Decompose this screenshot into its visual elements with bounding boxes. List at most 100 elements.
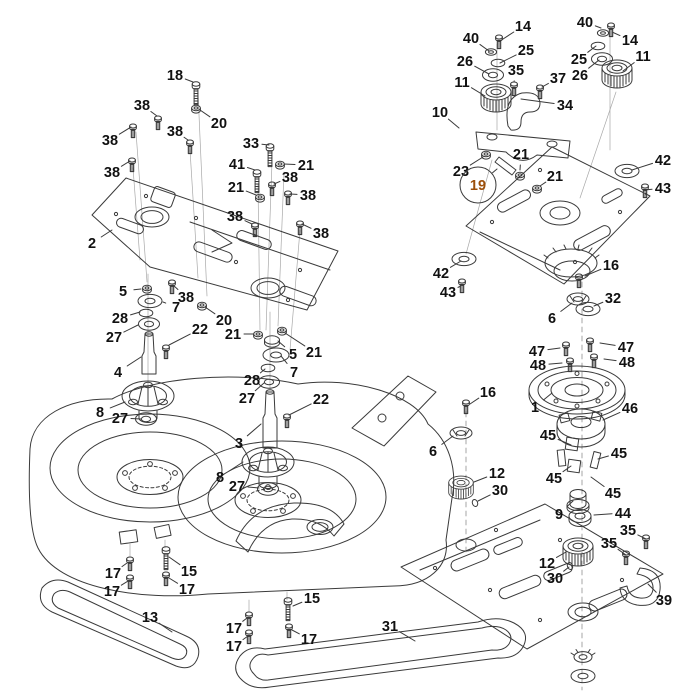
part-callout-45[interactable]: 45: [611, 446, 627, 462]
part-callout-38[interactable]: 38: [167, 124, 183, 140]
part-callout-12[interactable]: 12: [489, 466, 505, 482]
part-callout-42[interactable]: 42: [433, 266, 449, 282]
leader-line: [284, 332, 306, 347]
part-callout-3[interactable]: 3: [235, 436, 243, 452]
part-callout-11[interactable]: 11: [454, 75, 469, 91]
part-callout-7[interactable]: 7: [172, 300, 180, 316]
part-callout-16[interactable]: 16: [603, 258, 619, 274]
part-callout-45[interactable]: 45: [546, 471, 562, 487]
part-callout-17[interactable]: 17: [226, 621, 242, 637]
part-callout-41[interactable]: 41: [229, 157, 245, 173]
part-callout-26[interactable]: 26: [572, 68, 588, 84]
part-callout-38[interactable]: 38: [227, 209, 243, 225]
part-callout-6[interactable]: 6: [429, 444, 437, 460]
part-callout-5[interactable]: 5: [289, 347, 297, 363]
deck-side-arm: [351, 375, 437, 447]
part-callout-21[interactable]: 21: [547, 169, 563, 185]
part-callout-39[interactable]: 39: [656, 593, 672, 609]
part-callout-21[interactable]: 21: [225, 327, 241, 343]
part-callout-28[interactable]: 28: [112, 311, 128, 327]
part-callout-42[interactable]: 42: [655, 153, 671, 169]
part-callout-16[interactable]: 16: [480, 385, 496, 401]
part-callout-47[interactable]: 47: [529, 344, 545, 360]
part-callout-38[interactable]: 38: [134, 98, 150, 114]
part-callout-26[interactable]: 26: [457, 54, 473, 70]
part-callout-23[interactable]: 23: [453, 164, 469, 180]
leader-line: [254, 382, 265, 392]
part-callout-37[interactable]: 37: [550, 71, 566, 87]
part-callout-11[interactable]: 11: [635, 49, 650, 65]
part-callout-17[interactable]: 17: [179, 582, 195, 598]
part-callout-17[interactable]: 17: [104, 584, 120, 600]
part-callout-45[interactable]: 45: [605, 486, 621, 502]
part-callout-20[interactable]: 20: [216, 313, 232, 329]
part-callout-21[interactable]: 21: [228, 180, 244, 196]
part-callout-35[interactable]: 35: [620, 523, 636, 539]
part-callout-5[interactable]: 5: [119, 284, 127, 300]
part-callout-2[interactable]: 2: [88, 236, 96, 252]
part-callout-31[interactable]: 31: [382, 619, 398, 635]
part-callout-27[interactable]: 27: [239, 391, 255, 407]
part-callout-33[interactable]: 33: [243, 136, 259, 152]
part-callout-28[interactable]: 28: [244, 373, 260, 389]
part-callout-15[interactable]: 15: [304, 591, 320, 607]
part-callout-14[interactable]: 14: [622, 33, 638, 49]
part-callout-22[interactable]: 22: [313, 392, 329, 408]
part-callout-48[interactable]: 48: [530, 358, 546, 374]
part-callout-40[interactable]: 40: [463, 31, 479, 47]
bottom-right-plate: [400, 503, 664, 684]
part-callout-48[interactable]: 48: [619, 355, 635, 371]
part-callout-22[interactable]: 22: [192, 322, 208, 338]
leader-line: [204, 306, 216, 315]
part-callout-32[interactable]: 32: [605, 291, 621, 307]
part-callout-45[interactable]: 45: [540, 428, 556, 444]
part-callout-43[interactable]: 43: [440, 285, 456, 301]
part-callout-7[interactable]: 7: [290, 365, 298, 381]
part-callout-9[interactable]: 9: [555, 507, 563, 523]
part-callout-19[interactable]: 19: [470, 178, 486, 194]
part-callout-14[interactable]: 14: [515, 19, 531, 35]
part-callout-25[interactable]: 25: [571, 52, 587, 68]
part-callout-27[interactable]: 27: [106, 330, 122, 346]
leader-line: [590, 476, 605, 488]
part-callout-27[interactable]: 27: [229, 479, 245, 495]
part-callout-38[interactable]: 38: [178, 290, 194, 306]
part-callout-6[interactable]: 6: [548, 311, 556, 327]
part-callout-38[interactable]: 38: [102, 133, 118, 149]
screw-16: [462, 399, 470, 415]
part-callout-1[interactable]: 1: [531, 400, 539, 416]
part-callout-21[interactable]: 21: [298, 158, 314, 174]
part-callout-18[interactable]: 18: [167, 68, 183, 84]
part-callout-35[interactable]: 35: [508, 63, 524, 79]
part-callout-34[interactable]: 34: [557, 98, 573, 114]
part-callout-8[interactable]: 8: [96, 405, 104, 421]
part-callout-8[interactable]: 8: [216, 470, 224, 486]
part-callout-17[interactable]: 17: [301, 632, 317, 648]
part-callout-46[interactable]: 46: [622, 401, 638, 417]
part-callout-38[interactable]: 38: [104, 165, 120, 181]
part-callout-25[interactable]: 25: [518, 43, 534, 59]
part-callout-38[interactable]: 38: [300, 188, 316, 204]
part-callout-20[interactable]: 20: [211, 116, 227, 132]
part-callout-17[interactable]: 17: [105, 566, 121, 582]
part-callout-35[interactable]: 35: [601, 536, 617, 552]
part-callout-27[interactable]: 27: [112, 411, 128, 427]
part-callout-38[interactable]: 38: [282, 170, 298, 186]
part-callout-30[interactable]: 30: [547, 571, 563, 587]
part-callout-10[interactable]: 10: [432, 105, 448, 121]
part-callout-21[interactable]: 21: [306, 345, 322, 361]
part-callout-15[interactable]: 15: [181, 564, 197, 580]
part-callout-30[interactable]: 30: [492, 483, 508, 499]
part-callout-40[interactable]: 40: [577, 15, 593, 31]
part-callout-21[interactable]: 21: [513, 147, 529, 163]
part-callout-17[interactable]: 17: [226, 639, 242, 655]
damper-6: [449, 426, 473, 440]
part-callout-44[interactable]: 44: [615, 506, 631, 522]
part-callout-13[interactable]: 13: [142, 610, 158, 626]
part-callout-47[interactable]: 47: [618, 340, 634, 356]
part-callout-38[interactable]: 38: [313, 226, 329, 242]
part-callout-43[interactable]: 43: [655, 181, 671, 197]
leader-line: [273, 180, 281, 185]
part-callout-12[interactable]: 12: [539, 556, 555, 572]
part-callout-4[interactable]: 4: [114, 365, 122, 381]
